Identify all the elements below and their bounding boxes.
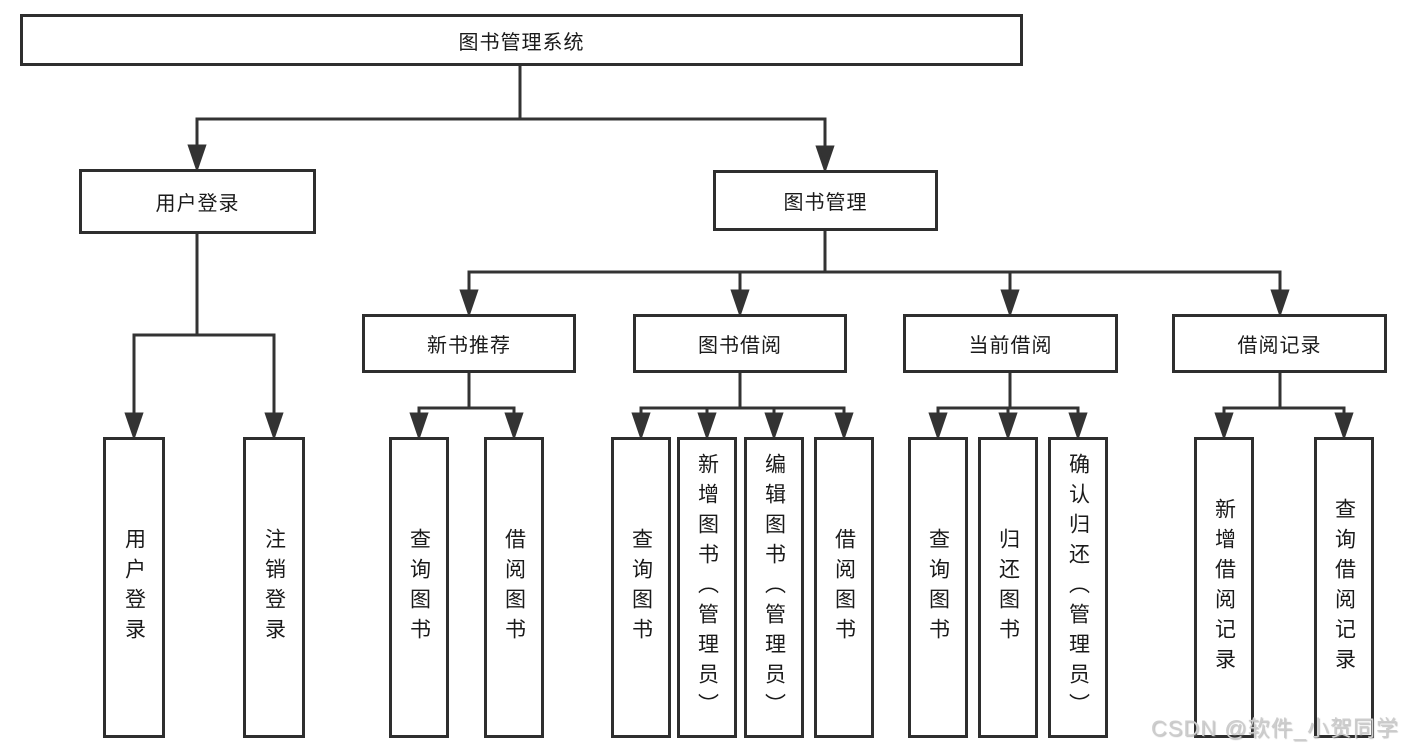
node-leaf-user-login: 用户登录 [103, 437, 165, 738]
node-leaf-query-books-current: 查询图书 [908, 437, 968, 738]
node-root-label: 图书管理系统 [458, 31, 585, 54]
node-new-books: 新书推荐 [362, 314, 576, 373]
node-current-borrow: 当前借阅 [903, 314, 1118, 373]
node-leaf-add-borrow-record-label: 新增借阅记录 [1212, 497, 1236, 678]
node-borrow-records: 借阅记录 [1172, 314, 1387, 373]
node-leaf-add-books-admin: 新增图书（管理员） [677, 437, 737, 738]
node-book-borrow: 图书借阅 [633, 314, 847, 373]
node-leaf-borrow-books-recommend-label: 借阅图书 [502, 527, 526, 648]
node-leaf-add-books-admin-label: 新增图书（管理员） [695, 452, 719, 723]
node-leaf-query-books-recommend-label: 查询图书 [407, 527, 431, 648]
node-leaf-query-books-borrow-label: 查询图书 [629, 527, 653, 648]
node-book-mgmt-label: 图书管理 [783, 192, 868, 214]
node-leaf-logout: 注销登录 [243, 437, 305, 738]
node-book-mgmt: 图书管理 [713, 170, 938, 231]
node-leaf-edit-books-admin: 编辑图书（管理员） [744, 437, 804, 738]
node-book-borrow-label: 图书借阅 [698, 335, 782, 357]
node-leaf-return-books: 归还图书 [978, 437, 1038, 738]
node-borrow-records-label: 借阅记录 [1237, 335, 1322, 357]
connector-root-to-level2 [187, 66, 835, 174]
node-leaf-query-books-current-label: 查询图书 [926, 527, 950, 648]
node-leaf-borrow-books-borrow: 借阅图书 [814, 437, 874, 738]
node-leaf-confirm-return-admin-label: 确认归还（管理员） [1066, 452, 1090, 723]
node-leaf-query-borrow-record-label: 查询借阅记录 [1332, 497, 1356, 678]
node-new-books-label: 新书推荐 [427, 335, 511, 357]
csdn-watermark: CSDN @软件_小贺同学 [1150, 716, 1399, 741]
node-leaf-query-books-borrow: 查询图书 [611, 437, 671, 738]
node-leaf-query-books-recommend: 查询图书 [389, 437, 449, 738]
connector-current-borrow-to-leaves [928, 373, 1088, 441]
node-leaf-add-borrow-record: 新增借阅记录 [1194, 437, 1254, 738]
node-leaf-logout-label: 注销登录 [262, 527, 286, 648]
node-user-login: 用户登录 [79, 169, 316, 234]
connector-borrow-records-to-leaves [1214, 373, 1354, 441]
node-leaf-query-borrow-record: 查询借阅记录 [1314, 437, 1374, 738]
connector-book-borrow-to-leaves [631, 373, 854, 441]
node-leaf-borrow-books-borrow-label: 借阅图书 [832, 527, 856, 648]
node-root: 图书管理系统 [20, 14, 1023, 66]
connector-new-books-to-leaves [409, 373, 524, 441]
node-user-login-label: 用户登录 [155, 193, 240, 215]
connector-user-login-to-leaves [124, 234, 284, 441]
connector-book-mgmt-to-level3 [459, 231, 1290, 318]
node-leaf-borrow-books-recommend: 借阅图书 [484, 437, 544, 738]
node-current-borrow-label: 当前借阅 [968, 335, 1053, 357]
node-leaf-user-login-label: 用户登录 [122, 527, 146, 648]
node-leaf-edit-books-admin-label: 编辑图书（管理员） [762, 452, 786, 723]
node-leaf-confirm-return-admin: 确认归还（管理员） [1048, 437, 1108, 738]
node-leaf-return-books-label: 归还图书 [996, 527, 1020, 648]
